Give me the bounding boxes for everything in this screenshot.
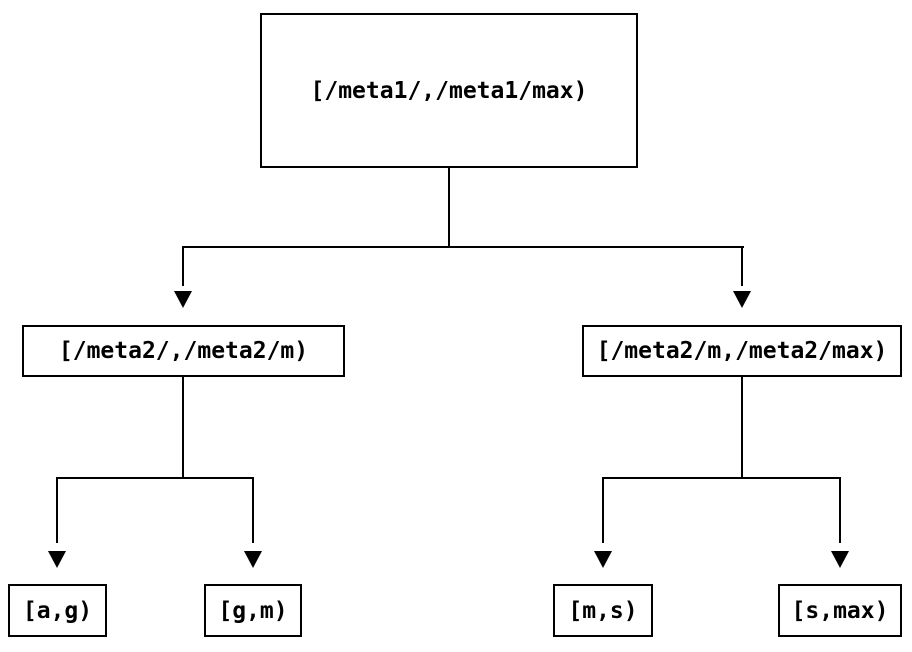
node-label: [/meta1/,/meta1/max) <box>310 77 588 104</box>
node-label: [/meta2/,/meta2/m) <box>58 338 309 364</box>
edge-root-to-left-drop-line <box>182 246 184 286</box>
edge-left-branch-line <box>56 477 254 479</box>
edge-root-stem-line <box>448 168 450 248</box>
edge-root-branch-line <box>182 246 744 248</box>
tree-node-level2-left: [/meta2/,/meta2/m) <box>22 325 345 377</box>
tree-node-root: [/meta1/,/meta1/max) <box>260 13 638 168</box>
edge-right-to-leaf4-drop-line <box>839 477 841 543</box>
node-label: [/meta2/m,/meta2/max) <box>596 338 888 364</box>
edge-left-to-leaf1-drop-line <box>56 477 58 543</box>
tree-node-level2-right: [/meta2/m,/meta2/max) <box>582 325 902 377</box>
arrowhead-down-icon <box>831 551 849 568</box>
edge-root-to-right-drop-line <box>741 246 743 286</box>
edge-right-stem-line <box>741 377 743 479</box>
edge-right-to-leaf3-drop-line <box>602 477 604 543</box>
arrowhead-down-icon <box>244 551 262 568</box>
node-label: [g,m) <box>218 597 288 624</box>
arrowhead-down-icon <box>48 551 66 568</box>
node-label: [m,s) <box>568 597 638 624</box>
edge-right-branch-line <box>602 477 841 479</box>
tree-node-leaf-m-s: [m,s) <box>553 584 653 637</box>
arrowhead-down-icon <box>733 291 751 308</box>
arrowhead-down-icon <box>174 291 192 308</box>
node-label: [s,max) <box>791 597 889 624</box>
tree-node-leaf-g-m: [g,m) <box>204 584 302 637</box>
edge-left-stem-line <box>182 377 184 479</box>
edge-left-to-leaf2-drop-line <box>252 477 254 543</box>
node-label: [a,g) <box>22 597 93 624</box>
arrowhead-down-icon <box>594 551 612 568</box>
tree-node-leaf-a-g: [a,g) <box>8 584 107 637</box>
tree-node-leaf-s-max: [s,max) <box>778 584 902 637</box>
